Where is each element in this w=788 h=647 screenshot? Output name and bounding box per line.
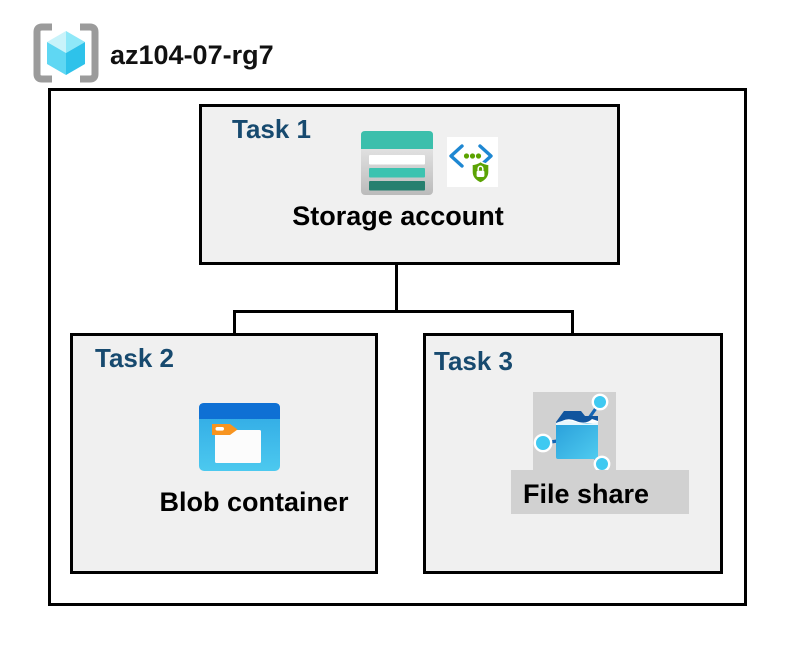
file-share-icon	[533, 392, 616, 473]
blob-container-label: Blob container	[159, 487, 349, 517]
file-share-label: File share	[522, 479, 650, 509]
storage-account-label: Storage account	[292, 201, 504, 231]
task3-box: Task 3 File shar	[423, 333, 723, 574]
connector-storage-down	[395, 236, 398, 312]
task2-label: Task 2	[95, 343, 175, 373]
connector-branch-horizontal	[233, 310, 574, 313]
azure-resource-group-icon	[30, 22, 102, 84]
resource-group-name: az104-07-rg7	[110, 40, 274, 70]
task1-box: Task 1	[199, 104, 620, 265]
task3-label: Task 3	[434, 346, 514, 376]
blob-container-icon	[199, 403, 280, 471]
secure-endpoint-lock-icon	[447, 137, 498, 187]
task1-label: Task 1	[232, 114, 312, 144]
file-share-label-plate	[511, 470, 689, 514]
storage-account-icon	[361, 131, 433, 195]
task2-box: Task 2 Blob container	[70, 333, 378, 574]
